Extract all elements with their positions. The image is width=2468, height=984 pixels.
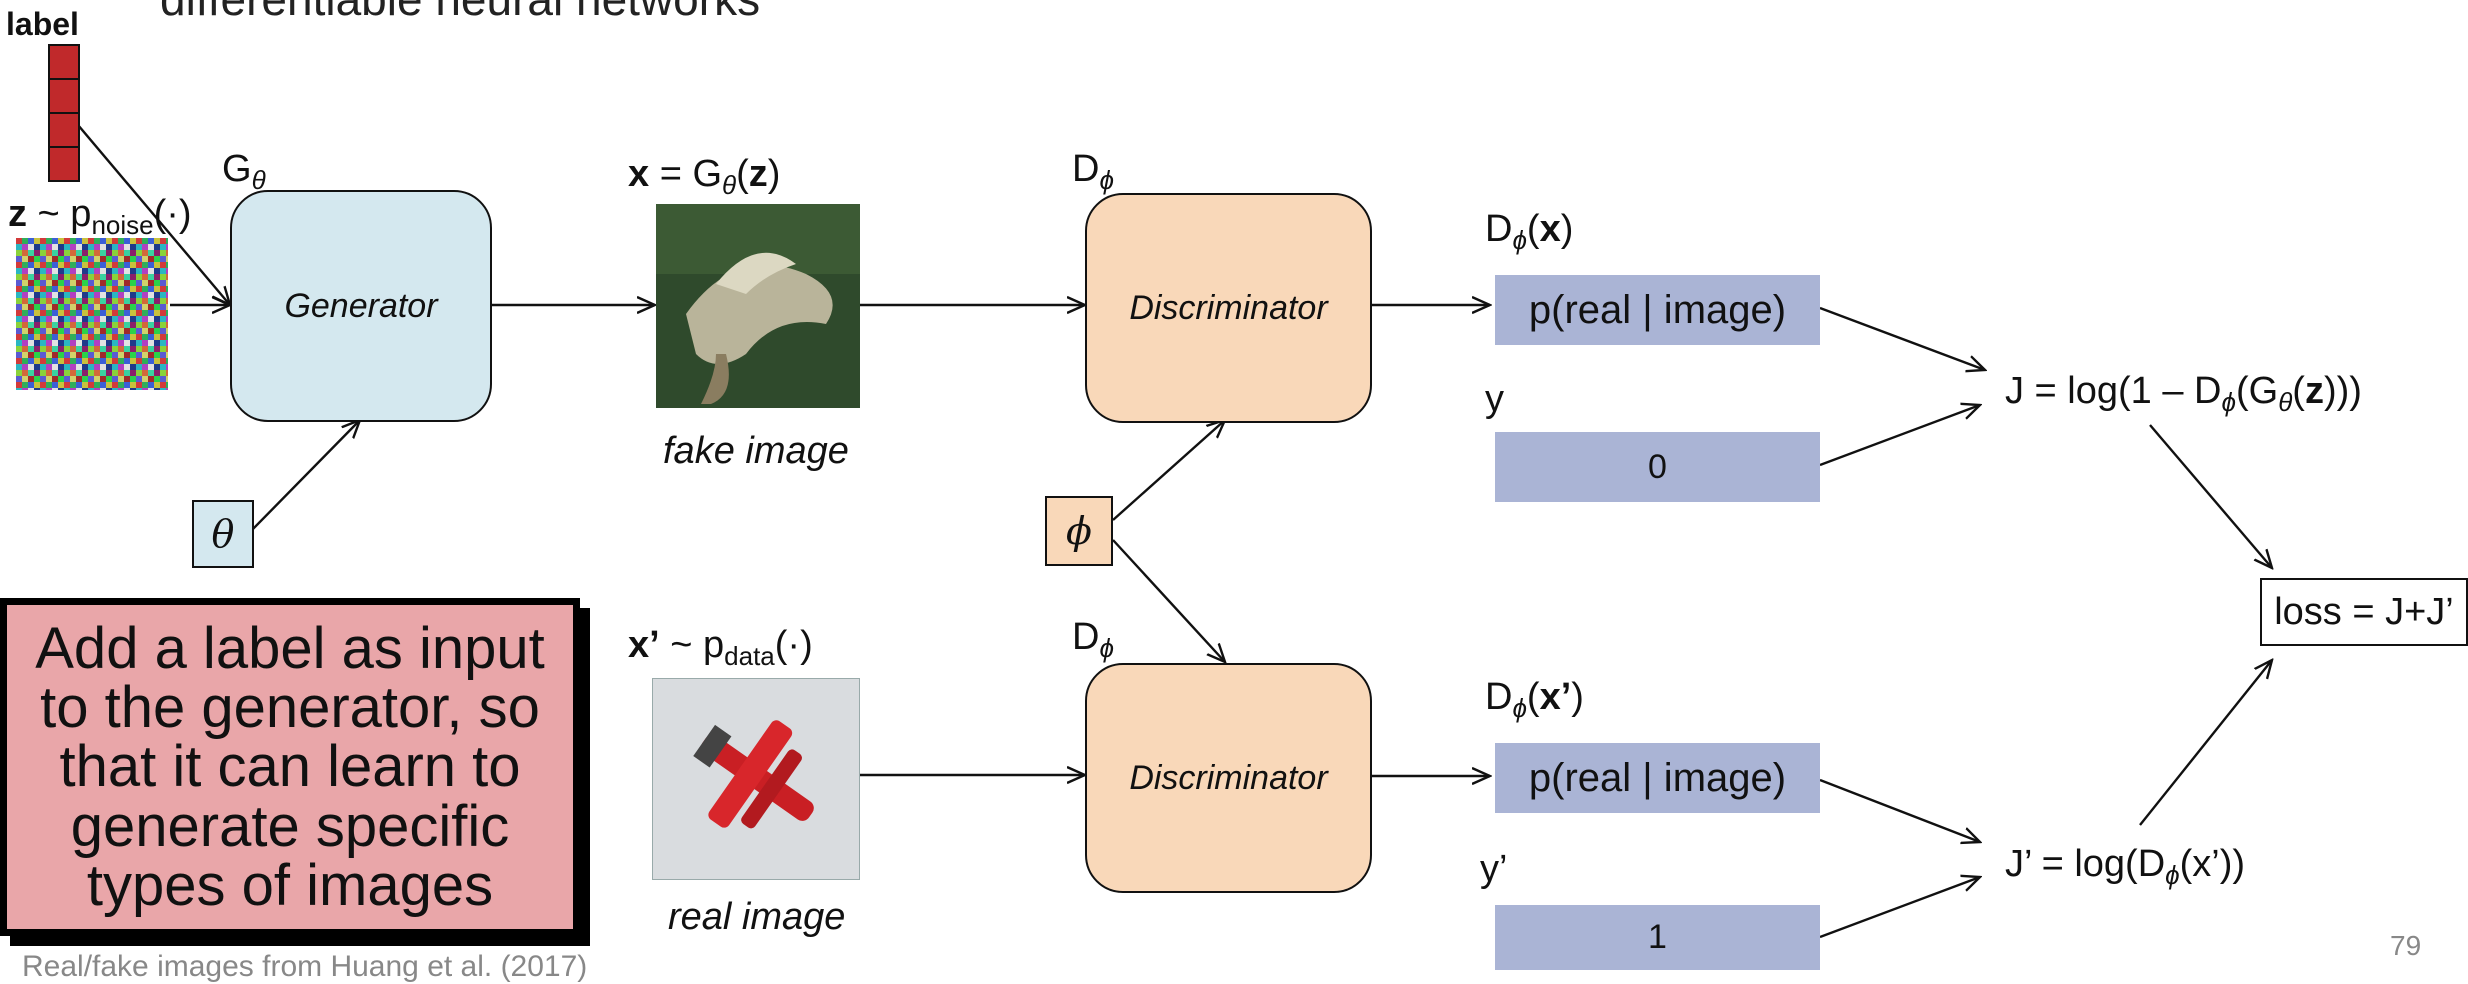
- real-label: x’ ~ pdata(·): [628, 624, 813, 671]
- label-vector: [48, 44, 80, 182]
- discriminator-top-block: Discriminator: [1085, 193, 1372, 423]
- fake-label: x = Gθ(z): [628, 153, 781, 200]
- fake-image: [656, 204, 860, 408]
- generator-name: Generator: [284, 286, 438, 325]
- output-bottom-title: Dϕ(x’): [1485, 676, 1584, 723]
- arrow-yp-to-Jp: [1819, 877, 1980, 939]
- loss-J: J = log(1 – Dϕ(Gθ(z))): [2005, 370, 2362, 417]
- label-title: label: [6, 6, 79, 42]
- noise-label: z ~ pnoise(·): [8, 193, 192, 240]
- total-loss-box: loss = J+J’: [2260, 578, 2468, 646]
- page-number: 79: [2390, 930, 2422, 961]
- arrow-prob-top-to-J: [1819, 306, 1985, 370]
- discriminator-bottom-block: Discriminator: [1085, 663, 1372, 893]
- real-image: [652, 678, 860, 880]
- arrow-phi-to-disc-bottom: [1112, 539, 1225, 662]
- generator-symbol: Gθ: [222, 148, 266, 195]
- arrow-theta-to-generator: [251, 420, 360, 531]
- disc-top-symbol: Dϕ: [1072, 148, 1114, 195]
- y-value-top: 0: [1495, 432, 1820, 502]
- y-label-top: y: [1485, 378, 1504, 420]
- loss-Jprime: J’ = log(Dϕ(x’)): [2005, 843, 2246, 890]
- prob-box-bottom: p(real | image): [1495, 743, 1820, 813]
- arrow-label-to-generator: [77, 124, 230, 305]
- y-value-bottom: 1: [1495, 905, 1820, 970]
- arrow-y-to-J: [1819, 405, 1980, 467]
- phi-param: ϕ: [1045, 496, 1113, 566]
- output-top-title: Dϕ(x): [1485, 208, 1574, 255]
- discriminator-bottom-name: Discriminator: [1129, 758, 1328, 797]
- arrow-prob-bottom-to-Jp: [1819, 778, 1980, 842]
- fake-caption: fake image: [663, 430, 849, 472]
- noise-image: [16, 238, 168, 390]
- citation: Real/fake images from Huang et al. (2017…: [22, 950, 588, 983]
- prob-box-top: p(real | image): [1495, 275, 1820, 345]
- discriminator-top-name: Discriminator: [1129, 288, 1328, 327]
- arrow-Jp-to-loss: [2139, 660, 2272, 826]
- disc-bottom-symbol: Dϕ: [1072, 616, 1114, 663]
- theta-param: θ: [192, 500, 254, 568]
- callout-note: Add a label as input to the generator, s…: [0, 598, 580, 936]
- y-label-bottom: y’: [1480, 848, 1508, 890]
- arrow-phi-to-disc-top: [1112, 420, 1225, 521]
- arrow-J-to-loss: [2149, 424, 2272, 568]
- header-left-text: differentiable neural networks: [160, 0, 760, 26]
- real-caption: real image: [668, 896, 846, 938]
- generator-block: Generator: [230, 190, 492, 422]
